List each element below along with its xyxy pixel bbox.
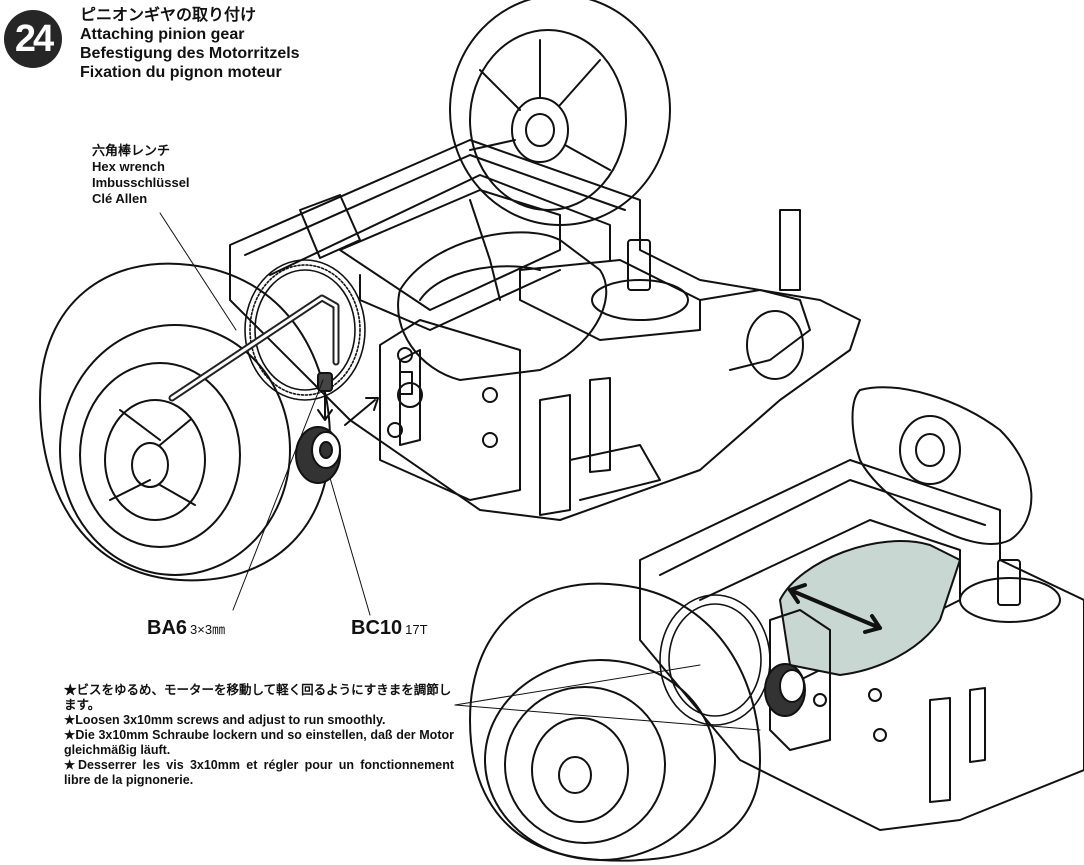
note-de: ★Die 3x10mm Schraube lockern und so eins… [64,728,454,757]
set-screw [317,372,333,392]
part-spec-bc10: 17T [405,622,428,637]
note-en: ★Loosen 3x10mm screws and adjust to run … [64,713,386,727]
hex-wrench-icon [168,294,340,402]
step-title-en: Attaching pinion gear [80,26,245,43]
insert-arrow-icon [344,397,379,426]
tool-label-en: Hex wrench [92,159,165,174]
step-title-ja: ピニオンギヤの取り付け [80,7,257,24]
part-spec-ba6: 3×3㎜ [190,622,226,637]
tool-label-fr: Clé Allen [92,191,148,206]
spur-gear-main [244,259,366,401]
rear-wheel-left [39,262,331,582]
inset-chassis [469,386,1084,862]
note-fr: ★Desserrer les vis 3x10mm et régler pour… [64,758,454,787]
note-ja: ★ビスをゆるめ、モーターを移動して軽く回るようにすきまを調節します。 [64,683,452,712]
step-title: ピニオンギヤの取り付け Attaching pinion gear Befest… [80,6,300,82]
motor-highlight [779,540,961,676]
part-code-ba6: BA6 [147,617,188,639]
adjustment-notes: ★ビスをゆるめ、モーターを移動して軽く回るようにすきまを調節します。 ★Loos… [64,683,454,788]
adjust-arrow-icon [788,583,882,634]
tool-label: 六角棒レンチ Hex wrench Imbusschlüssel Clé All… [92,143,190,207]
tool-label-de: Imbusschlüssel [92,175,190,190]
step-title-fr: Fixation du pignon moteur [80,64,282,81]
main-chassis [39,0,861,616]
step-title-de: Befestigung des Motorritzels [80,45,300,62]
pinion-gear-icon [295,426,341,484]
motor [397,231,608,381]
part-code-bc10: BC10 [351,617,403,639]
step-number-badge: 24 [4,10,62,68]
down-arrow-icon [317,395,333,421]
tool-label-ja: 六角棒レンチ [92,143,171,158]
